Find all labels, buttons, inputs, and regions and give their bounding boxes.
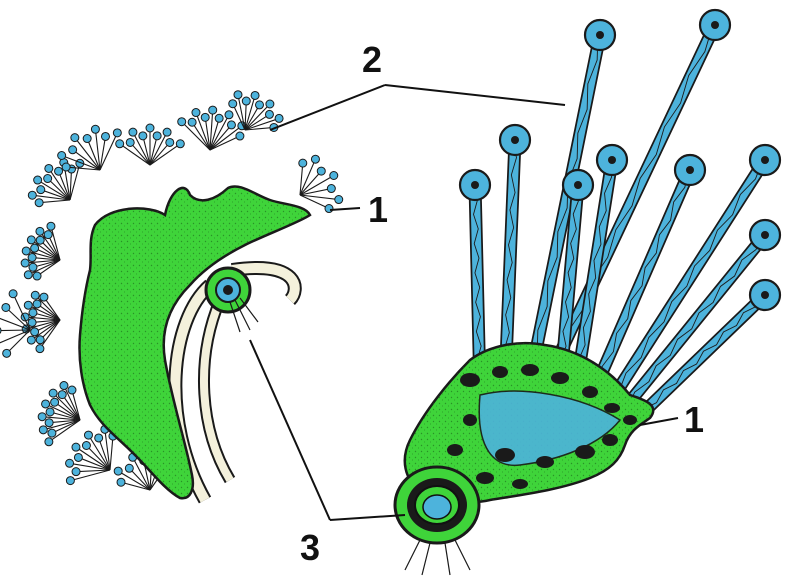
cavity	[536, 456, 554, 468]
cavity	[602, 434, 618, 446]
tentacle-tuft	[38, 382, 80, 446]
tentacle-tuft	[21, 222, 60, 280]
label-3: 3	[300, 527, 320, 568]
right-mouth	[395, 467, 479, 575]
cavity	[512, 479, 528, 489]
label-1-right: 1	[684, 399, 704, 440]
pointer-1-left	[330, 208, 360, 210]
cavity	[551, 372, 569, 384]
cavity	[623, 415, 637, 425]
right-organism	[395, 10, 780, 575]
tentacle-tuft	[178, 106, 246, 150]
tentacle-tuft	[58, 125, 122, 171]
cavity	[582, 386, 598, 398]
tentacle-tuft	[21, 291, 60, 352]
pointer-2-right	[385, 85, 565, 105]
cavity	[463, 414, 477, 426]
cavity	[495, 448, 515, 462]
cavity	[447, 444, 463, 456]
cavity	[492, 366, 508, 378]
cavity	[460, 373, 480, 387]
label-2: 2	[362, 39, 382, 80]
cavity	[476, 472, 494, 484]
cavity	[521, 364, 539, 376]
tentacle-tuft	[299, 155, 343, 212]
label-1-left: 1	[368, 189, 388, 230]
tentacle-tuft	[0, 290, 30, 358]
tentacle-tuft	[229, 91, 283, 132]
pointer-2-left	[270, 85, 385, 130]
pointer-3-right	[330, 515, 405, 520]
tentacle-tuft	[28, 159, 84, 207]
capitate-tentacle	[615, 220, 780, 420]
tentacle-tuft	[66, 425, 117, 484]
tentacle-tuft	[116, 124, 185, 165]
cavity	[604, 403, 620, 413]
left-organism	[0, 91, 343, 500]
pointer-3-left	[250, 340, 330, 520]
cavity	[575, 445, 595, 459]
